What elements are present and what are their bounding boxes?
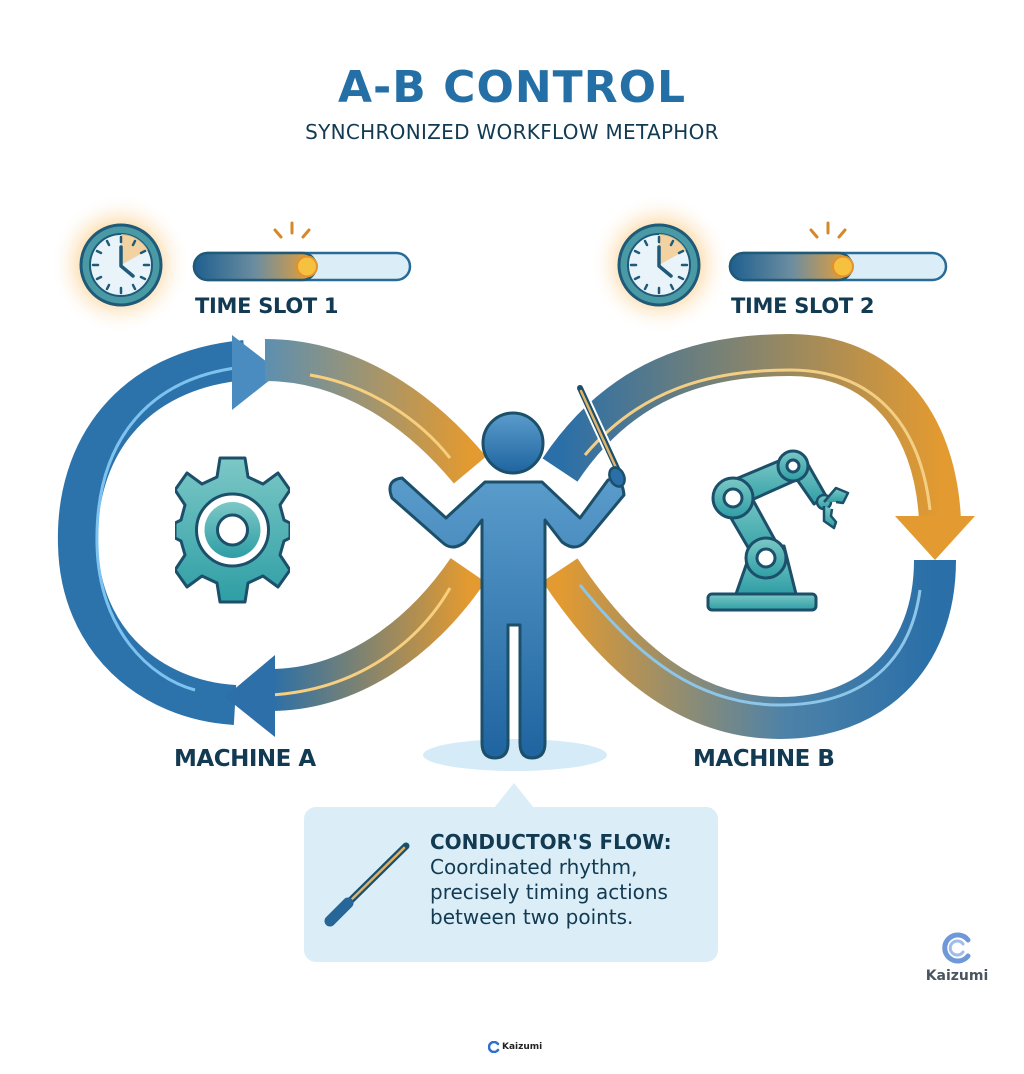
callout-heading: CONDUCTOR'S FLOW: — [430, 830, 672, 854]
robot-arm-icon — [706, 449, 850, 612]
clock-icon — [79, 223, 163, 307]
conductor-flow-callout — [304, 807, 718, 962]
machine-a — [175, 455, 290, 605]
page-title: A-B CONTROL — [337, 62, 687, 113]
conductor-person-icon — [388, 383, 626, 771]
time-slot-1-label: TIME SLOT 1 — [195, 294, 339, 318]
progress-bar — [728, 221, 948, 282]
wave-logo-icon — [942, 932, 971, 964]
kaizumi-bottom-mark — [488, 1041, 500, 1053]
machine-b — [706, 446, 866, 616]
time-slot-1 — [76, 222, 186, 312]
time-slot-2-progress — [728, 218, 950, 286]
gear-icon — [175, 456, 290, 604]
machine-b-label: MACHINE B — [693, 746, 835, 772]
baton-icon — [575, 383, 625, 480]
wave-logo-icon — [488, 1041, 500, 1053]
machine-a-label: MACHINE A — [174, 746, 316, 772]
callout-baton — [322, 840, 412, 930]
callout-body: Coordinated rhythm, precisely timing act… — [430, 855, 668, 929]
kaizumi-bottom-label: Kaizumi — [502, 1042, 543, 1052]
clock-icon — [617, 223, 701, 307]
baton-icon — [324, 842, 410, 927]
conductor-figure — [380, 380, 650, 780]
kaizumi-side-label: Kaizumi — [925, 968, 989, 984]
progress-bar — [192, 221, 412, 282]
callout-pointer — [494, 783, 534, 808]
time-slot-2 — [614, 222, 724, 312]
kaizumi-logo-mark — [941, 932, 973, 964]
time-slot-1-progress — [192, 218, 414, 286]
page-subtitle: SYNCHRONIZED WORKFLOW METAPHOR — [305, 120, 719, 144]
callout-text: CONDUCTOR'S FLOW: Coordinated rhythm, pr… — [430, 830, 720, 930]
time-slot-2-label: TIME SLOT 2 — [731, 294, 875, 318]
